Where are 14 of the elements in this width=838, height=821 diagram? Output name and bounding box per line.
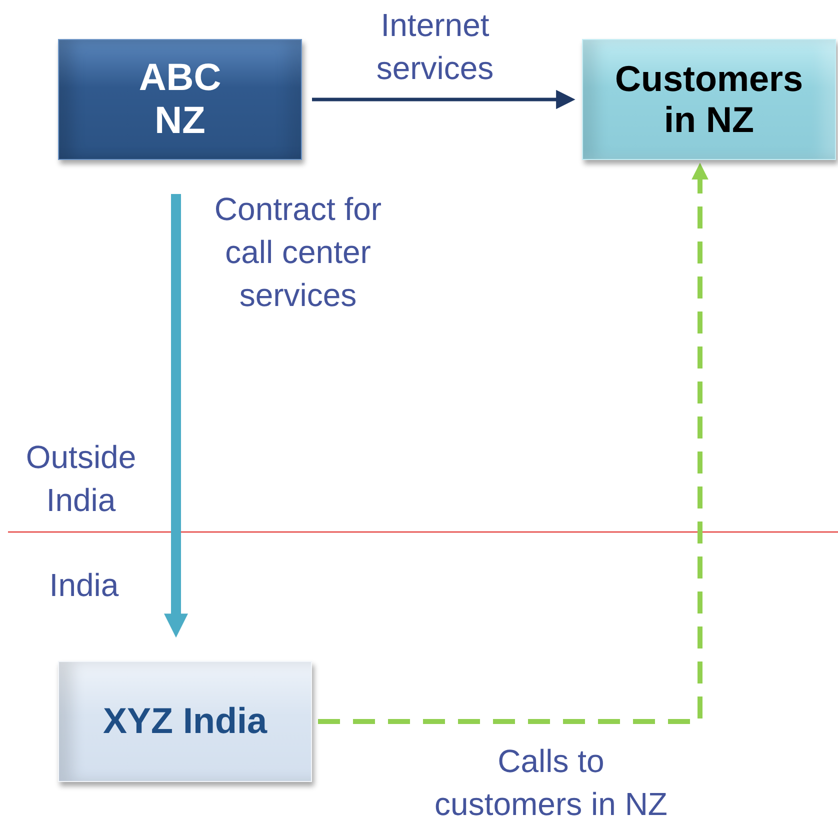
process-box [582, 39, 836, 160]
arrow [312, 90, 576, 110]
region-label: India [48, 566, 120, 605]
arrow [164, 194, 188, 638]
edge-label: Calls to customers in NZ [434, 742, 668, 821]
box-label: XYZ India [102, 701, 268, 742]
process-box [58, 661, 312, 782]
arrow [318, 162, 708, 724]
box-label: ABC NZ [138, 56, 222, 142]
edge-label: Internet services [375, 6, 495, 88]
edge-label: Contract for call center services [213, 190, 383, 316]
process-box [58, 39, 302, 160]
box-label: Customers in NZ [614, 59, 804, 140]
region-label: Outside India [24, 438, 138, 520]
